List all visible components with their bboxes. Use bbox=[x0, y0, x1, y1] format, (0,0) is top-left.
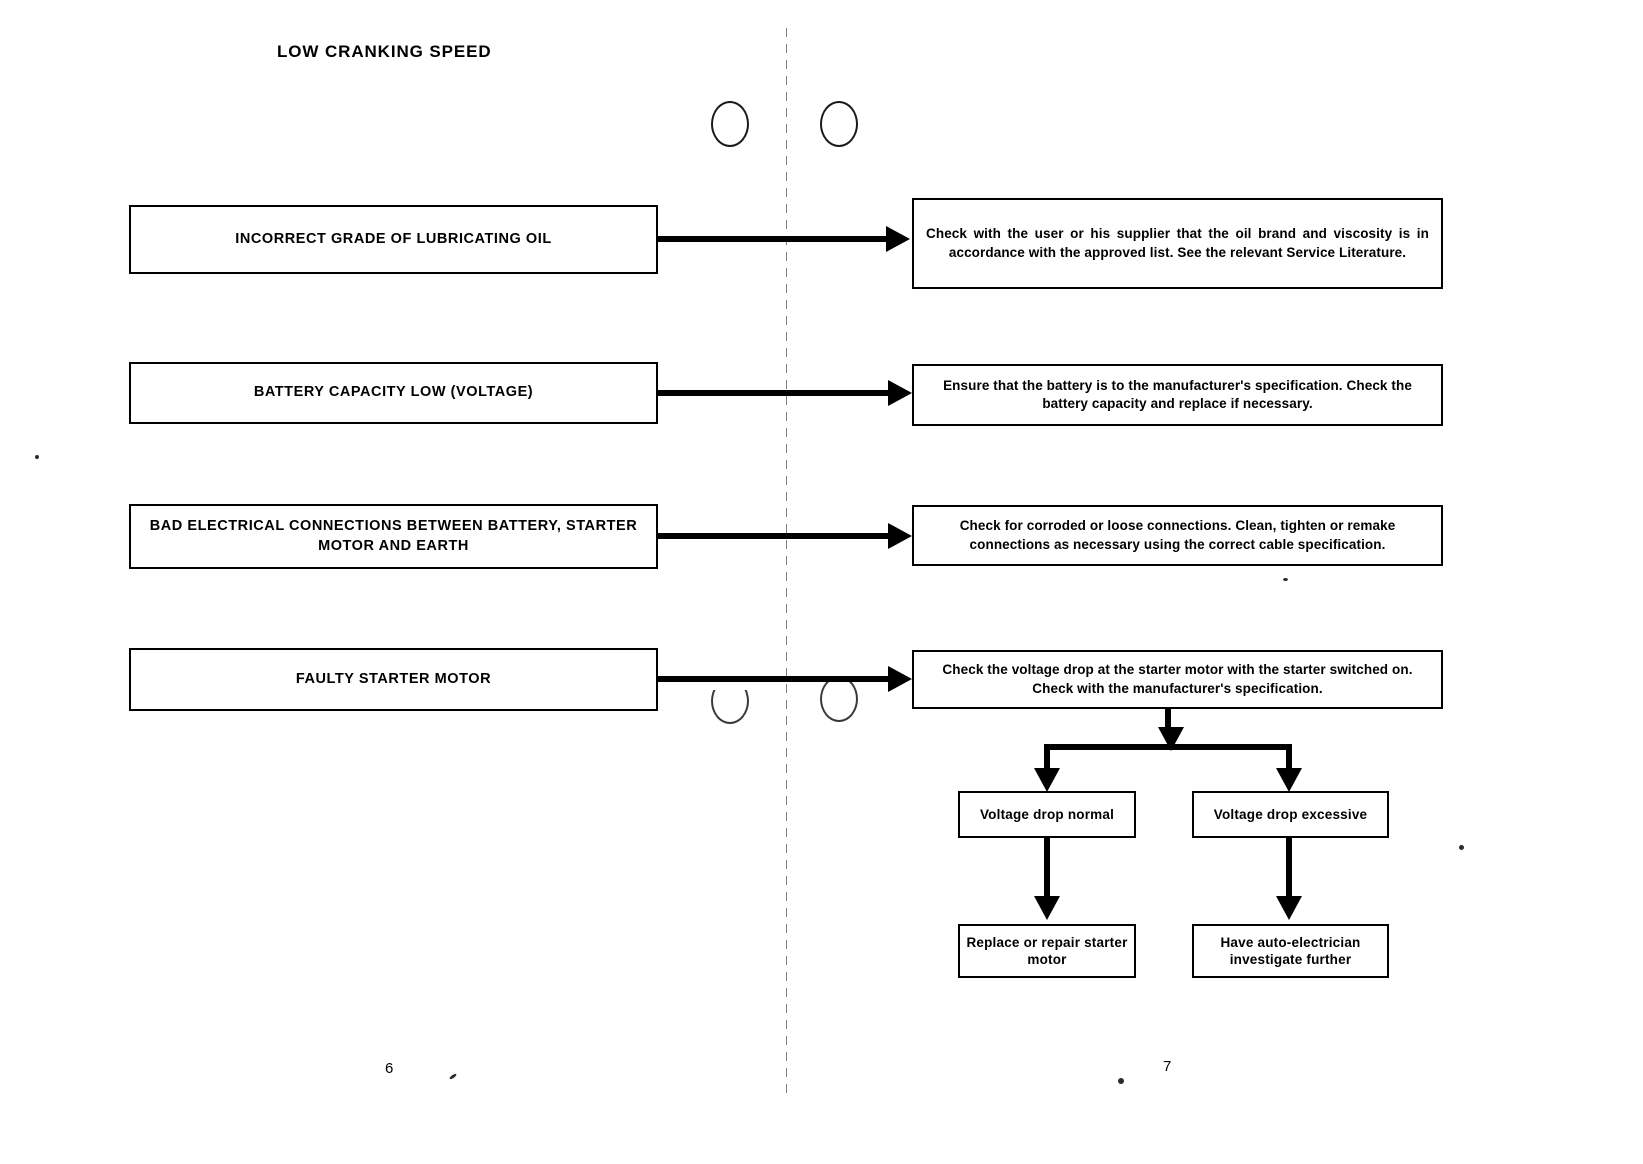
cause-box-bad-connections[interactable]: BAD ELECTRICAL CONNECTIONS BETWEEN BATTE… bbox=[129, 504, 658, 569]
action-box-lubricating-oil[interactable]: Check with the user or his supplier that… bbox=[912, 198, 1443, 289]
condition-label: Voltage drop excessive bbox=[1213, 806, 1368, 822]
scan-speck bbox=[448, 1072, 458, 1081]
scan-artifact-hole-icon bbox=[711, 689, 749, 724]
connector-line-row3 bbox=[658, 533, 890, 539]
page-number-left: 6 bbox=[385, 1060, 394, 1077]
action-box-battery-capacity[interactable]: Ensure that the battery is to the manufa… bbox=[912, 364, 1443, 426]
action-label: Check the voltage drop at the starter mo… bbox=[942, 662, 1413, 696]
branch-left-arrow bbox=[1034, 768, 1060, 792]
branch-stem-line bbox=[1165, 709, 1171, 730]
connector-line-row1 bbox=[658, 236, 888, 242]
scan-speck bbox=[1459, 845, 1464, 850]
cause-box-battery-capacity[interactable]: BATTERY CAPACITY LOW (VOLTAGE) bbox=[129, 362, 658, 424]
connector-arrow-row4 bbox=[888, 666, 912, 692]
page-gutter-line bbox=[786, 28, 787, 1096]
connector-arrow-row3 bbox=[888, 523, 912, 549]
cause-label: BAD ELECTRICAL CONNECTIONS BETWEEN BATTE… bbox=[149, 517, 638, 554]
outcome-label: Replace or repair starter motor bbox=[966, 934, 1128, 967]
connector-line-row4 bbox=[658, 676, 890, 682]
outcome-box-replace-starter-motor[interactable]: Replace or repair starter motor bbox=[958, 924, 1136, 978]
branch-left-drop-line bbox=[1044, 744, 1050, 774]
cause-box-faulty-starter-motor[interactable]: FAULTY STARTER MOTOR bbox=[129, 648, 658, 711]
action-box-faulty-starter-motor[interactable]: Check the voltage drop at the starter mo… bbox=[912, 650, 1443, 709]
page-number-right: 7 bbox=[1163, 1058, 1172, 1075]
connector-arrow-row1 bbox=[886, 226, 910, 252]
page-title: LOW CRANKING SPEED bbox=[277, 42, 492, 61]
scan-artifact-hole-icon bbox=[711, 101, 749, 147]
outcome-box-auto-electrician[interactable]: Have auto-electrician investigate furthe… bbox=[1192, 924, 1389, 978]
connector-arrow-row2 bbox=[888, 380, 912, 406]
action-label: Check for corroded or loose connections.… bbox=[959, 518, 1396, 552]
scan-speck bbox=[1118, 1078, 1124, 1084]
scan-artifact-hole-icon bbox=[820, 101, 858, 147]
outcome-right-arrow bbox=[1276, 896, 1302, 920]
outcome-left-line bbox=[1044, 838, 1050, 900]
condition-box-voltage-drop-normal[interactable]: Voltage drop normal bbox=[958, 791, 1136, 838]
condition-box-voltage-drop-excessive[interactable]: Voltage drop excessive bbox=[1192, 791, 1389, 838]
action-box-bad-connections[interactable]: Check for corroded or loose connections.… bbox=[912, 505, 1443, 566]
action-label: Check with the user or his supplier that… bbox=[926, 226, 1429, 260]
condition-label: Voltage drop normal bbox=[979, 806, 1115, 822]
scan-speck bbox=[1283, 578, 1288, 581]
outcome-right-line bbox=[1286, 838, 1292, 900]
branch-split-bar bbox=[1044, 744, 1292, 750]
cause-box-lubricating-oil[interactable]: INCORRECT GRADE OF LUBRICATING OIL bbox=[129, 205, 658, 274]
scan-artifact-hole-icon bbox=[820, 676, 858, 722]
scan-speck bbox=[35, 455, 39, 459]
cause-label: BATTERY CAPACITY LOW (VOLTAGE) bbox=[253, 384, 534, 401]
connector-line-row2 bbox=[658, 390, 890, 396]
outcome-label: Have auto-electrician investigate furthe… bbox=[1220, 934, 1361, 967]
outcome-left-arrow bbox=[1034, 896, 1060, 920]
branch-right-drop-line bbox=[1286, 744, 1292, 774]
cause-label: INCORRECT GRADE OF LUBRICATING OIL bbox=[235, 230, 552, 247]
branch-right-arrow bbox=[1276, 768, 1302, 792]
cause-label: FAULTY STARTER MOTOR bbox=[295, 670, 492, 687]
action-label: Ensure that the battery is to the manufa… bbox=[943, 377, 1412, 411]
